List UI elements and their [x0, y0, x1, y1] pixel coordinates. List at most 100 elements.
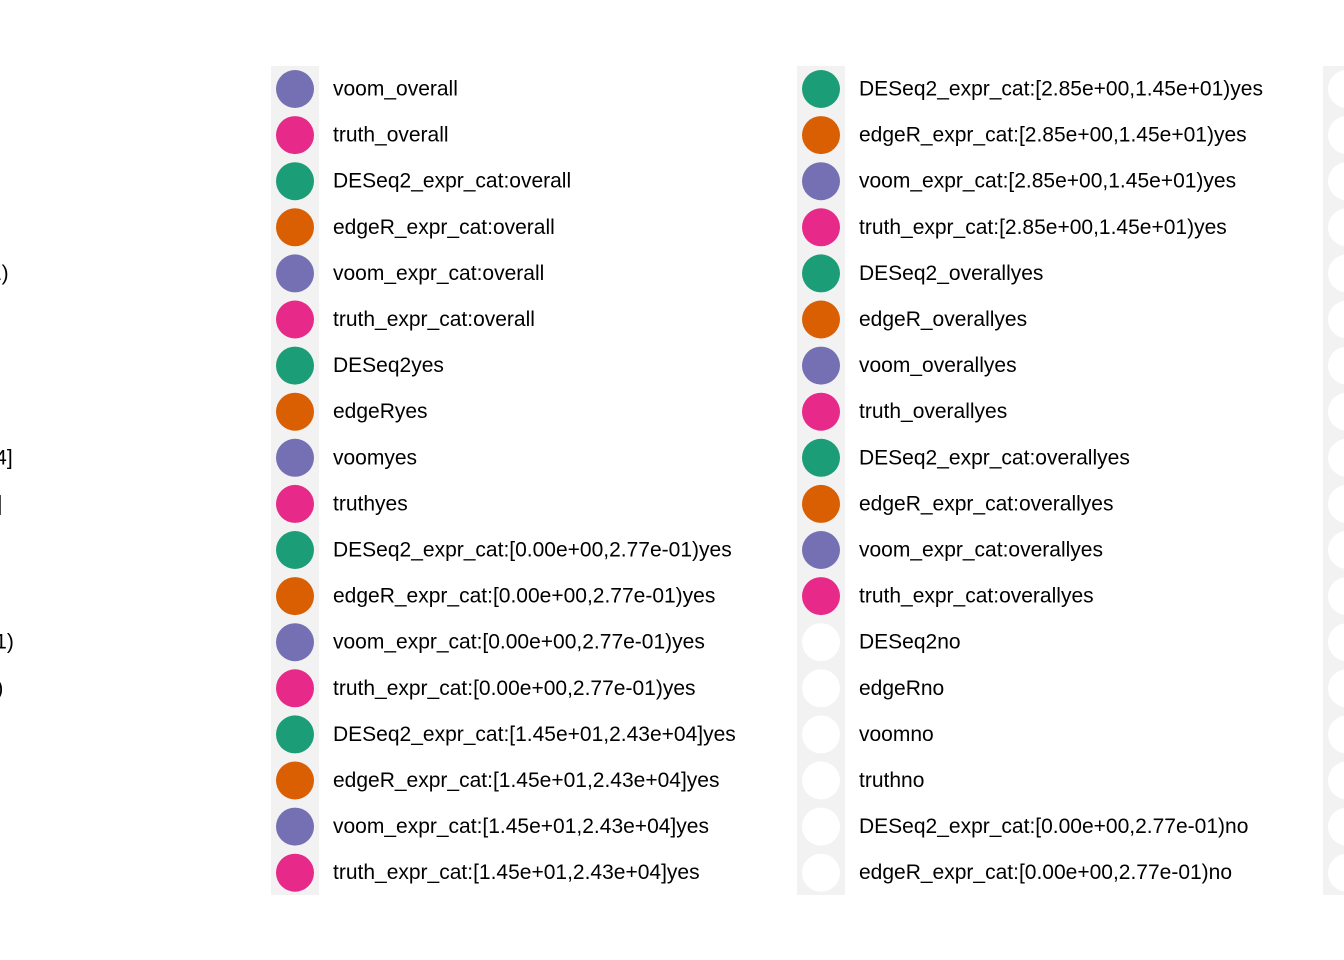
legend-key-dot — [1328, 531, 1344, 569]
legend-key-dot — [276, 669, 314, 708]
legend-key-dot — [802, 346, 840, 385]
legend-key-dot — [1328, 70, 1344, 108]
legend-label: edgeR_expr_cat:overallyes — [859, 492, 1113, 515]
legend-key-dot — [276, 116, 314, 155]
legend-label: truth_expr_cat:overall — [333, 308, 535, 331]
legend-column-1: cat:[0.00e+00,2.77e-01)at:[0.00e+00,2.77… — [0, 262, 14, 700]
legend-label: DESeq2yes — [333, 354, 444, 377]
legend-key-dot — [1328, 162, 1344, 200]
legend-key-dot — [802, 761, 840, 800]
legend-key-dot — [802, 853, 840, 892]
legend-key-dot — [1328, 485, 1344, 523]
legend-key-dot — [1328, 300, 1344, 339]
legend-key-dot — [802, 669, 840, 708]
legend-label: voom_overall — [333, 78, 458, 101]
legend-key-dot — [276, 70, 314, 108]
legend-label: edgeR_expr_cat:[0.00e+00,2.77e-01)yes — [333, 585, 715, 608]
legend-label: DESeq2_expr_cat:[0.00e+00,2.77e-01)yes — [333, 539, 732, 562]
legend-key-dot — [1328, 577, 1344, 615]
legend-key-dot — [1328, 346, 1344, 385]
legend-key-dot — [276, 761, 314, 800]
legend-label: voom_expr_cat:[2.85e+00,1.45e+01)yes — [859, 170, 1236, 193]
legend-key-dot — [1328, 392, 1344, 431]
legend-key-dot — [276, 623, 314, 662]
legend-key-dot — [1328, 853, 1344, 892]
legend-label: truth_expr_cat:overallyes — [859, 585, 1094, 608]
legend-key-background — [271, 66, 319, 895]
legend-label: edgeR_expr_cat:overall — [333, 216, 555, 239]
legend-label: truth_expr_cat:[2.85e+00,1.45e+01)yes — [859, 216, 1227, 239]
legend-label: cat:[0.00e+00,2.77e-01) — [0, 262, 9, 285]
legend-column-3: DESeq2_expr_cat:[2.85e+00,1.45e+01)yesed… — [797, 66, 1263, 895]
legend-label: truth_expr_cat:[1.45e+01,2.43e+04]yes — [333, 861, 700, 884]
legend-key-dot — [1328, 623, 1344, 661]
legend-label: truth_overall — [333, 124, 449, 147]
legend-key-dot — [1328, 116, 1344, 154]
legend-key-dot — [802, 438, 840, 477]
legend-key-dot — [802, 715, 840, 754]
legend-label: truthyes — [333, 492, 408, 515]
legend-key-dot — [276, 254, 314, 293]
legend-key-dot — [276, 208, 314, 247]
legend-key-dot — [1328, 761, 1344, 800]
legend-label: truth_overallyes — [859, 400, 1007, 423]
legend-key-dot — [1328, 669, 1344, 708]
legend-key-dot — [802, 577, 840, 616]
legend-key-dot — [276, 715, 314, 754]
legend-label: voomyes — [333, 446, 417, 469]
legend-label: edgeRyes — [333, 400, 428, 423]
legend-column-4 — [1323, 66, 1344, 895]
legend-label: voom_expr_cat:[0.00e+00,2.77e-01)yes — [333, 631, 705, 654]
legend-label: voomno — [859, 723, 934, 746]
legend-key-dot — [276, 300, 314, 339]
legend-label: DESeq2_expr_cat:[1.45e+01,2.43e+04]yes — [333, 723, 736, 746]
legend-label: at:[1.45e+01,2.43e+04] — [0, 492, 2, 515]
legend-label: voom_expr_cat:overall — [333, 262, 544, 285]
legend-label: edgeR_expr_cat:[2.85e+00,1.45e+01)yes — [859, 124, 1247, 147]
legend-key-dot — [802, 531, 840, 569]
legend-key-dot — [276, 346, 314, 385]
legend-key-dot — [802, 300, 840, 339]
legend-key-dot — [276, 853, 314, 892]
legend-key-dot — [1328, 254, 1344, 293]
legend-key-dot — [276, 484, 314, 523]
legend-label: edgeR_overallyes — [859, 308, 1027, 331]
legend-key-dot — [276, 162, 314, 201]
legend-key-dot — [802, 484, 840, 523]
legend-label: truthno — [859, 769, 924, 792]
legend-key-dot — [802, 623, 840, 662]
legend-key-dot — [802, 254, 840, 293]
legend-key-dot — [802, 162, 840, 201]
legend-key-dot — [802, 208, 840, 247]
legend-key-dot — [1328, 807, 1344, 846]
legend-key-dot — [1328, 208, 1344, 247]
legend-label: truth_expr_cat:[0.00e+00,2.77e-01)yes — [333, 677, 696, 700]
legend-label: edgeRno — [859, 677, 944, 700]
legend-key-dot — [276, 438, 314, 477]
legend-label: DESeq2no — [859, 631, 961, 654]
legend-label: DESeq2_expr_cat:overallyes — [859, 446, 1130, 469]
legend-label: voom_expr_cat:overallyes — [859, 539, 1103, 562]
legend-label: at:[2.85e+00,1.45e+01) — [0, 677, 3, 700]
legend-label: voom_expr_cat:[1.45e+01,2.43e+04]yes — [333, 815, 709, 838]
legend-columns: cat:[0.00e+00,2.77e-01)at:[0.00e+00,2.77… — [0, 66, 1344, 895]
legend-column-2: voom_overall truth_overallDESeq2_expr_cat… — [271, 66, 736, 895]
legend-label: cat:[1.45e+01,2.43e+04] — [0, 446, 13, 469]
legend-label: edgeR_expr_cat:[0.00e+00,2.77e-01)no — [859, 861, 1232, 884]
legend-key-dot — [276, 807, 314, 846]
legend-label: voom_overallyes — [859, 354, 1017, 377]
legend-key-dot — [802, 116, 840, 155]
legend-key-dot — [802, 392, 840, 431]
legend-label: DESeq2_expr_cat:overall — [333, 170, 571, 193]
legend-label: cat:[2.85e+00,1.45e+01) — [0, 631, 14, 654]
legend-key-dot — [276, 577, 314, 616]
legend-label: DESeq2_expr_cat:[2.85e+00,1.45e+01)yes — [859, 78, 1263, 101]
legend-label: DESeq2_expr_cat:[0.00e+00,2.77e-01)no — [859, 815, 1248, 838]
legend-key-dot — [802, 70, 840, 108]
legend-key-dot — [802, 807, 840, 846]
legend-key-dot — [1328, 715, 1344, 754]
legend-key-dot — [1328, 439, 1344, 477]
legend-label: edgeR_expr_cat:[1.45e+01,2.43e+04]yes — [333, 769, 719, 792]
legend-label: DESeq2_overallyes — [859, 262, 1043, 285]
